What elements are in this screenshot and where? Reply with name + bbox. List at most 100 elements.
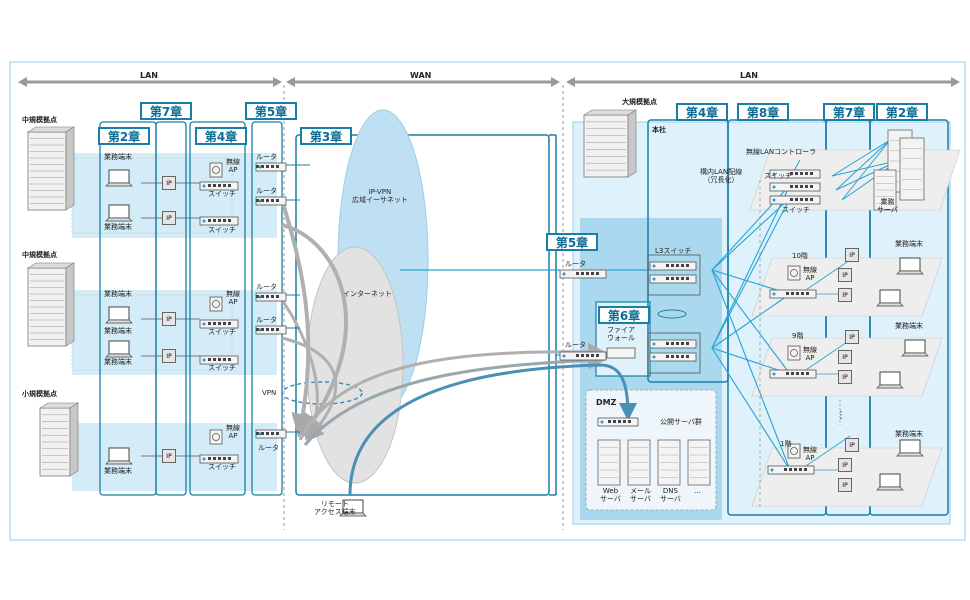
left-switch-2-port xyxy=(213,322,216,325)
floor1-ap xyxy=(787,443,801,459)
core-switch-b-led xyxy=(772,198,776,202)
ap-label-1: 無線 AP xyxy=(226,290,240,307)
lan-right-arrow-head-r xyxy=(951,77,960,87)
l3-switch-a-port xyxy=(686,264,689,267)
switch-label-2: スイッチ xyxy=(208,328,236,336)
right-terminal-4-base xyxy=(896,452,924,457)
vpn-label: VPN xyxy=(262,389,277,397)
l3-switch-d-led xyxy=(652,355,656,359)
left-switch-3-port xyxy=(208,358,211,361)
router-label-0: ルータ xyxy=(256,153,277,161)
left-switch-4-port xyxy=(208,457,211,460)
left-switch-3-port xyxy=(228,358,231,361)
scope-lan-left: LAN xyxy=(140,71,158,80)
floor9-switch-port xyxy=(806,372,809,375)
ipvpn-label: IP-VPN 広域イーサネット xyxy=(352,188,408,205)
hq-router-port xyxy=(581,272,584,275)
left-router-3-led xyxy=(258,328,262,332)
mesh-link xyxy=(711,293,791,349)
l3-switch-b-port xyxy=(671,277,674,280)
hq-ap-label-2: 無線 AP xyxy=(803,446,817,463)
floor1-switch-led xyxy=(770,468,774,472)
left-router-2-port xyxy=(276,295,279,298)
floor10-ap-ring xyxy=(790,269,798,277)
floor-link xyxy=(799,259,851,295)
chapter7-left-column xyxy=(155,121,187,496)
left-router-0-port xyxy=(266,165,269,168)
server-link xyxy=(841,139,891,201)
left-switch-1-port xyxy=(223,219,226,222)
l3-switch-d-port xyxy=(686,355,689,358)
left-switch-4-port xyxy=(218,457,221,460)
core-switch-a-port xyxy=(810,185,813,188)
mesh-link xyxy=(711,347,791,471)
l3-switch-b-port xyxy=(681,277,684,280)
l3-switch-c-led xyxy=(652,342,656,346)
left-router-4-port xyxy=(256,432,259,435)
left-switch-1-port xyxy=(218,219,221,222)
remote-terminal-base xyxy=(339,512,367,517)
router-label-1: ルータ xyxy=(256,187,277,195)
hq-ip-phone-5: IP xyxy=(838,370,852,384)
other-server-label: … xyxy=(694,487,701,495)
hq-ip-phone-0: IP xyxy=(845,248,859,262)
left-router-3-port xyxy=(276,328,279,331)
right-terminal-3-screen xyxy=(879,371,901,386)
mesh-link xyxy=(711,197,791,349)
hq-ip-phone-2: IP xyxy=(838,288,852,302)
business-terminal-1-screen xyxy=(108,204,130,219)
left-ap-2 xyxy=(209,429,223,445)
hq-ip-phone-1: IP xyxy=(838,268,852,282)
business-terminal-0-screen xyxy=(108,169,130,184)
left-router-0-port xyxy=(271,165,274,168)
floor10-switch-port xyxy=(801,292,804,295)
floor1-switch-port xyxy=(784,468,787,471)
l3-switch-d-port xyxy=(676,355,679,358)
mail-server-label: メール サーバ xyxy=(630,487,651,504)
chapter6: 第6章 xyxy=(598,306,650,324)
business-terminal-4-base xyxy=(105,460,133,465)
right-terminal-0-screen xyxy=(899,257,921,272)
hq-router-led xyxy=(562,272,566,276)
left-router-2-led xyxy=(258,295,262,299)
left-router-2-port xyxy=(271,295,274,298)
right-terminal-5-base xyxy=(876,486,904,491)
left-ap-0 xyxy=(209,162,223,178)
hq-fw-router-port xyxy=(586,354,589,357)
left-switch-1-port xyxy=(208,219,211,222)
gray-flow-4 xyxy=(281,336,338,442)
hq-ip-phone-8: IP xyxy=(838,478,852,492)
right-terminal-5-screen xyxy=(879,473,901,488)
floor1-switch-port xyxy=(794,468,797,471)
floor1-switch-port xyxy=(799,468,802,471)
l3-stack-1 xyxy=(647,254,701,296)
left-router-1-port xyxy=(261,199,264,202)
site-label-large: 大規模拠点 xyxy=(622,98,657,106)
floor10-switch-led xyxy=(772,292,776,296)
business-server-label: 業務 サーバ xyxy=(877,198,898,215)
l3-switch-c-port xyxy=(676,342,679,345)
core-switch-a-port xyxy=(795,185,798,188)
floor-link xyxy=(799,339,851,375)
public-servers-label: 公開サーバ群 xyxy=(660,418,702,426)
left-router-3-port xyxy=(261,328,264,331)
hq-ip-phone-6: IP xyxy=(845,438,859,452)
switch-label-1: スイッチ xyxy=(208,226,236,234)
ip-phone-3: IP xyxy=(162,349,176,363)
core-switch-b-port xyxy=(810,198,813,201)
core-switch-a-port xyxy=(800,185,803,188)
l3-stack-2 xyxy=(647,332,701,374)
floor-link xyxy=(799,435,851,471)
l3-switch-a-port xyxy=(681,264,684,267)
hq-fw-router-port xyxy=(576,354,579,357)
business-terminal-1-base xyxy=(105,217,133,222)
ip-phone-1: IP xyxy=(162,211,176,225)
left-router-4-port xyxy=(276,432,279,435)
l3-switch-b-port xyxy=(676,277,679,280)
left-switch-1-led xyxy=(202,219,206,223)
floor-vdots: ⋮ xyxy=(836,410,846,421)
campus-lan-label: 構内LAN配線 （冗長化） xyxy=(700,168,743,185)
business-terminal-4-screen xyxy=(108,447,130,462)
hq-router-port xyxy=(596,272,599,275)
